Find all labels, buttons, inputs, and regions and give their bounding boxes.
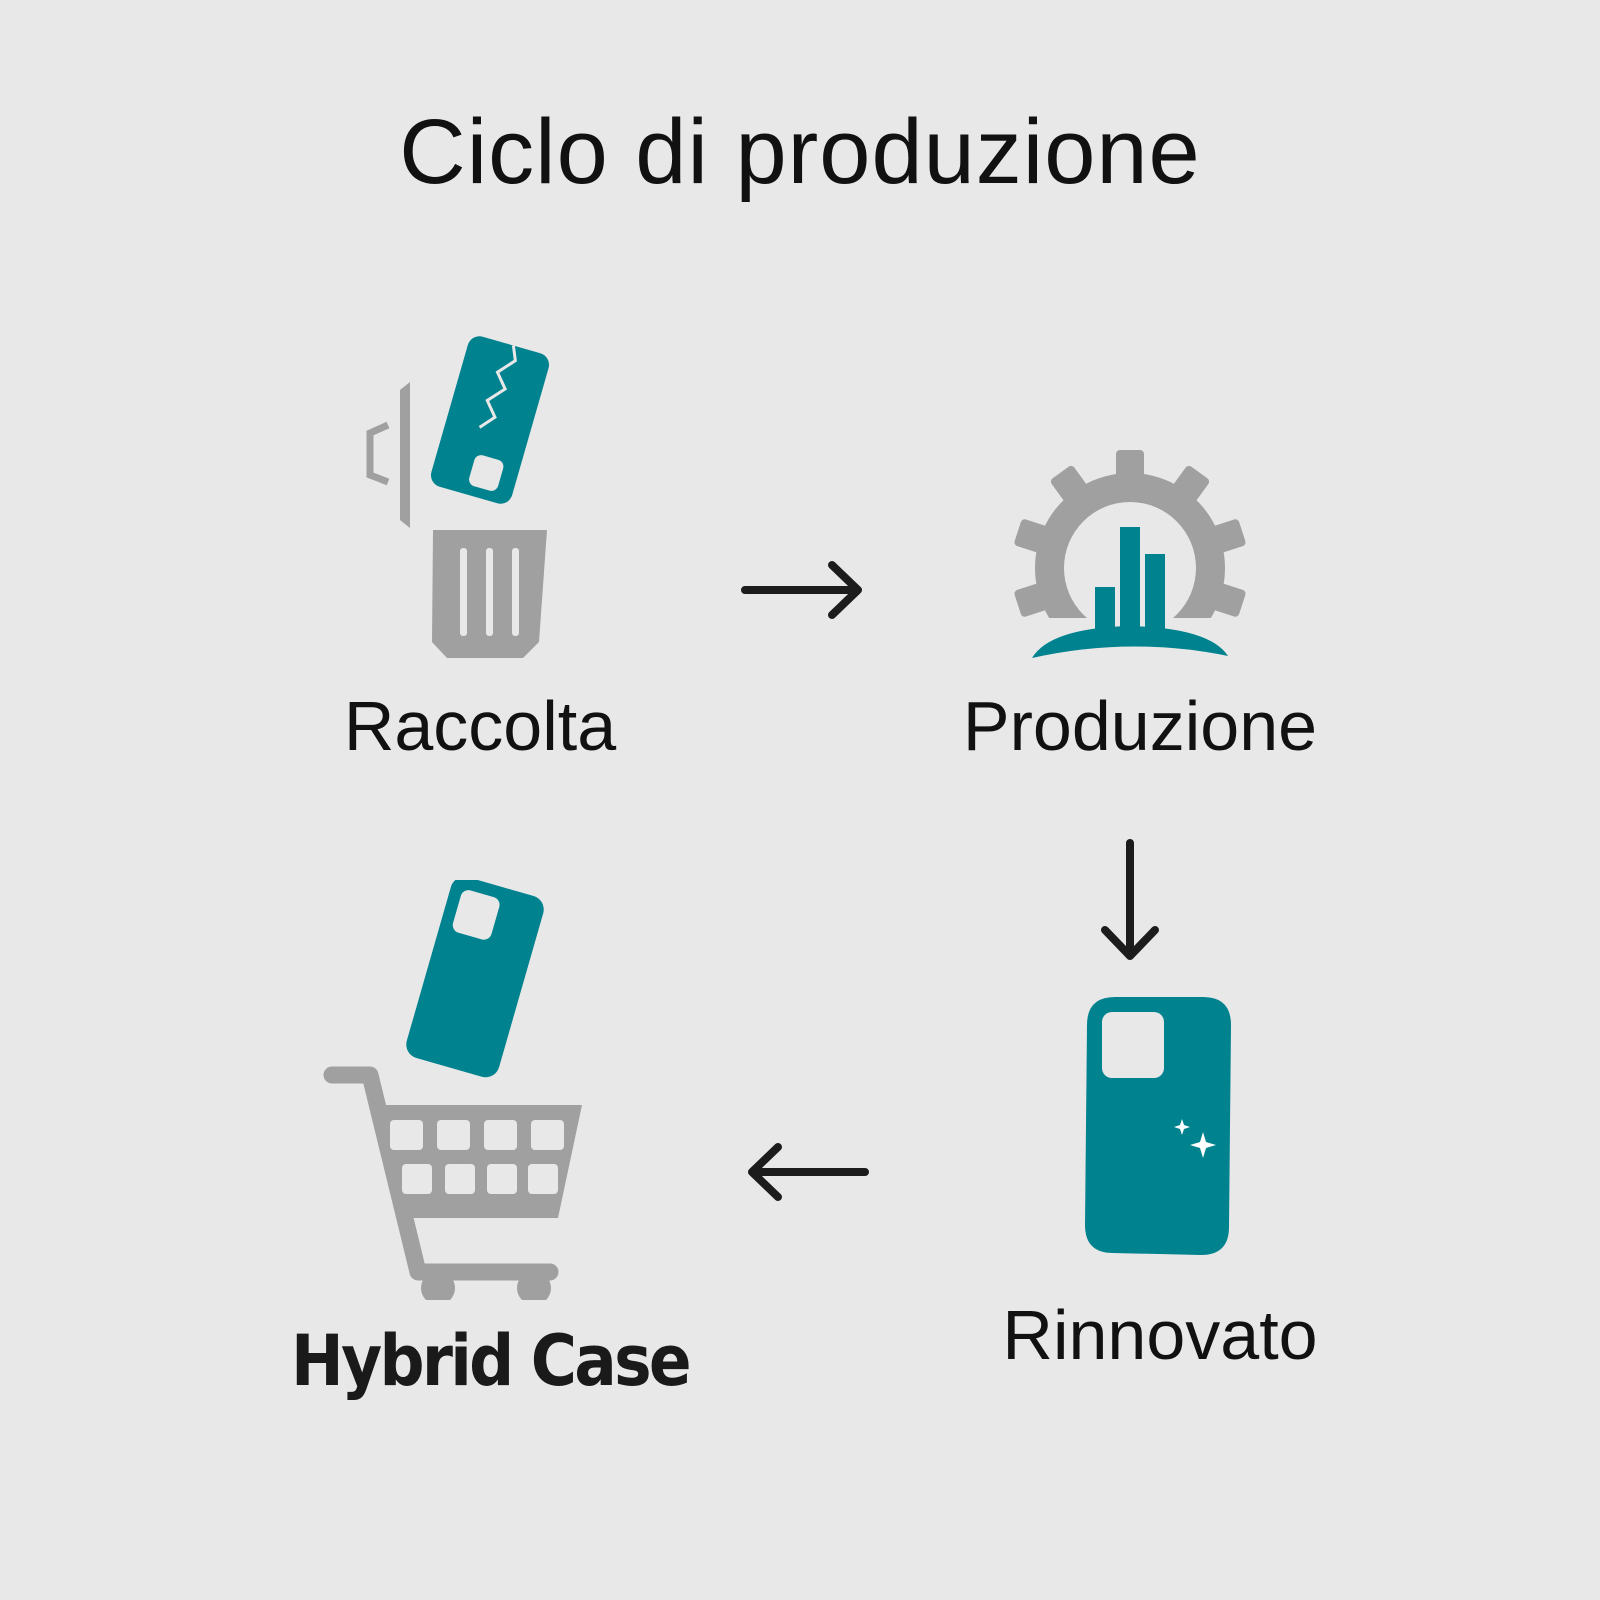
arrow-down-icon — [1100, 838, 1160, 968]
trash-phone-icon — [355, 330, 565, 670]
step-label-hybrid-case: Hybrid Case — [291, 1320, 692, 1402]
step-label-rinnovato: Rinnovato — [1002, 1296, 1318, 1374]
diagram-title: Ciclo di produzione — [399, 101, 1201, 203]
gear-chart-icon — [1010, 450, 1250, 670]
cart-phone-icon — [320, 880, 600, 1300]
arrow-left-icon — [740, 1142, 870, 1202]
step-label-produzione: Produzione — [962, 687, 1318, 765]
arrow-right-icon — [740, 560, 870, 620]
step-label-raccolta: Raccolta — [343, 687, 617, 765]
phone-case-sparkle-icon — [1085, 995, 1235, 1260]
